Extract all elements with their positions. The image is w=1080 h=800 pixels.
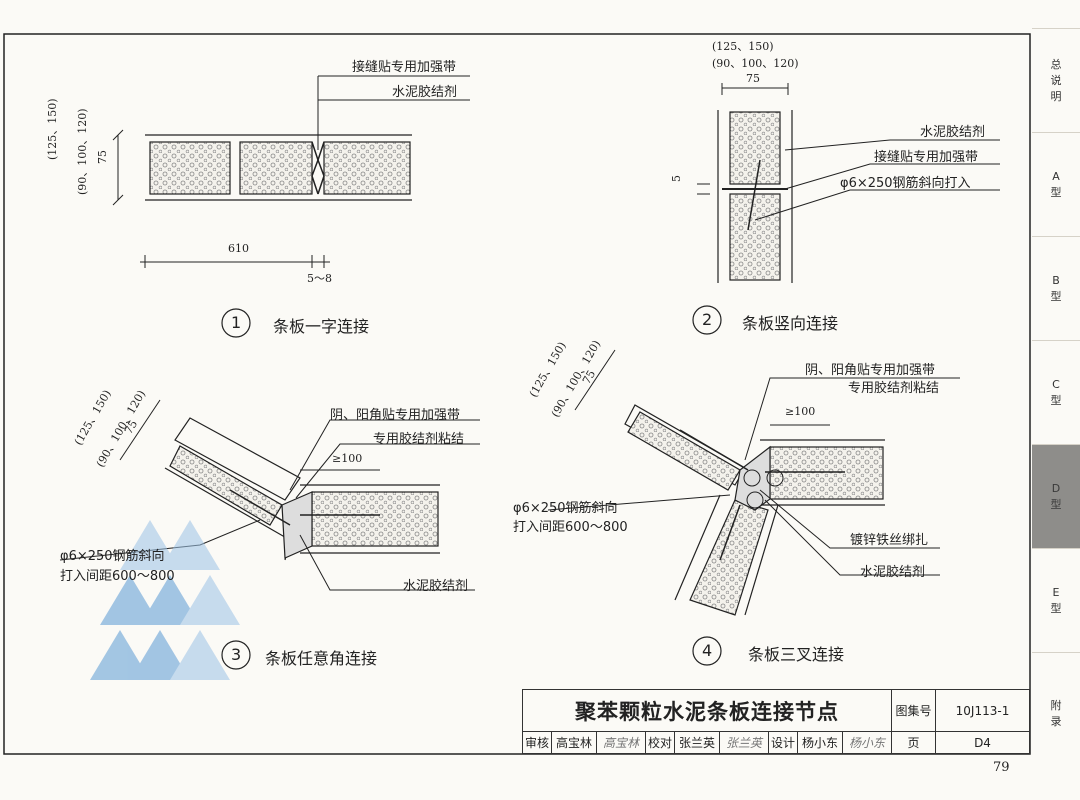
sidebar-tab-label: D xyxy=(1051,482,1061,495)
reviewer-signature: 高宝林 xyxy=(596,731,646,754)
fig1-dim-width: 610 xyxy=(228,242,249,255)
fig2-caption: 条板竖向连接 xyxy=(742,314,839,333)
checker-signature: 张兰英 xyxy=(719,731,769,754)
fig3-label-rebar: φ6×250钢筋斜向 xyxy=(60,549,165,564)
sidebar-tab-0[interactable]: 总说明 xyxy=(1032,28,1080,133)
sidebar-tab-6[interactable]: 附录 xyxy=(1032,652,1080,774)
sidebar-tab-label: E xyxy=(1052,586,1060,599)
sidebar-tab-label: 总 xyxy=(1050,58,1062,71)
fig3-caption: 条板任意角连接 xyxy=(265,649,378,668)
sidebar-tab-label: B xyxy=(1052,274,1060,287)
figure-3-drawing xyxy=(59,399,480,670)
sidebar-tab-label: 型 xyxy=(1050,290,1062,303)
fig1-number: 1 xyxy=(231,313,242,332)
fig1-dim-thick: 75 xyxy=(96,150,109,164)
page-label: 页 xyxy=(891,731,936,754)
fig4-label-corner-tape: 阴、阳角贴专用加强带 xyxy=(805,363,936,378)
fig3-number: 3 xyxy=(231,645,242,664)
sidebar-tab-label: C xyxy=(1052,378,1060,391)
design-label: 设计 xyxy=(768,731,798,754)
sidebar-tab-label: 说 xyxy=(1050,74,1062,87)
fig3-label-corner-tape: 阴、阳角贴专用加强带 xyxy=(330,408,461,423)
figure-1-drawing xyxy=(112,75,470,338)
sheet-number: D4 xyxy=(935,731,1030,754)
check-label: 校对 xyxy=(645,731,675,754)
title-block: 聚苯颗粒水泥条板连接节点 图集号 10J113-1 审核 高宝林 高宝林 校对 … xyxy=(522,689,1030,754)
fig1-dim-gap: 5～8 xyxy=(307,272,332,285)
fig2-dim-gap: 5 xyxy=(670,175,683,182)
fig1-label-cement-adhesive: 水泥胶结剂 xyxy=(392,85,458,100)
fig2-dim-thick: 75 xyxy=(746,72,760,85)
sidebar-tab-label: 附 xyxy=(1050,698,1062,712)
reviewer-name: 高宝林 xyxy=(551,731,597,754)
checker-name: 张兰英 xyxy=(674,731,720,754)
fig4-label-spacing: 打入间距600～800 xyxy=(513,520,628,535)
fig2-dim-thick-options2: (90、100、120) xyxy=(712,57,799,70)
fig4-label-wire-tie: 镀锌铁丝绑扎 xyxy=(850,533,929,548)
sidebar-tab-label: 型 xyxy=(1050,186,1062,199)
designer-signature: 杨小东 xyxy=(842,731,892,754)
page-number: 79 xyxy=(993,760,1010,775)
designer-name: 杨小东 xyxy=(797,731,843,754)
drawing-title: 聚苯颗粒水泥条板连接节点 xyxy=(522,689,892,732)
atlas-label: 图集号 xyxy=(891,689,936,732)
fig2-label-rebar: φ6×250钢筋斜向打入 xyxy=(840,176,971,191)
fig2-dim-thick-options: (125、150) xyxy=(712,40,774,53)
fig4-number: 4 xyxy=(702,641,713,660)
fig1-dim-thick-options: (125、150) xyxy=(46,98,59,160)
fig1-dim-thick-options2: (90、100、120) xyxy=(76,108,89,195)
fig1-label-reinforcing-tape: 接缝贴专用加强带 xyxy=(352,60,457,75)
fig2-label-reinforcing-tape: 接缝贴专用加强带 xyxy=(874,150,979,165)
watermark-logo xyxy=(90,520,240,680)
atlas-number: 10J113-1 xyxy=(935,689,1030,732)
fig3-dim-overlap: ≥100 xyxy=(332,452,363,465)
fig1-caption: 条板一字连接 xyxy=(273,317,370,336)
fig4-label-cement-adhesive: 水泥胶结剂 xyxy=(860,565,926,580)
sidebar-tab-label: 明 xyxy=(1050,90,1062,103)
sidebar-tab-label: 录 xyxy=(1050,714,1062,728)
fig4-dim-overlap: ≥100 xyxy=(785,405,816,418)
sidebar-tab-label: 型 xyxy=(1050,498,1062,511)
fig3-label-spacing: 打入间距600～800 xyxy=(60,569,175,584)
fig4-label-rebar: φ6×250钢筋斜向 xyxy=(513,501,618,516)
drawing-frame xyxy=(3,33,1031,755)
fig4-label-adhesive-bond: 专用胶结剂粘结 xyxy=(848,381,940,396)
fig4-caption: 条板三叉连接 xyxy=(748,645,845,664)
sidebar-tab-label: A xyxy=(1052,170,1060,183)
figure-2-drawing xyxy=(692,83,1000,335)
review-label: 审核 xyxy=(522,731,552,754)
sidebar-tab-label: 型 xyxy=(1050,602,1062,615)
sidebar-tab-label: 型 xyxy=(1050,394,1062,407)
fig3-label-cement-adhesive: 水泥胶结剂 xyxy=(403,579,469,594)
figure-4-drawing xyxy=(547,349,960,666)
fig2-label-cement-adhesive: 水泥胶结剂 xyxy=(920,125,986,140)
fig2-number: 2 xyxy=(702,310,713,329)
fig3-label-adhesive-bond: 专用胶结剂粘结 xyxy=(373,432,465,447)
